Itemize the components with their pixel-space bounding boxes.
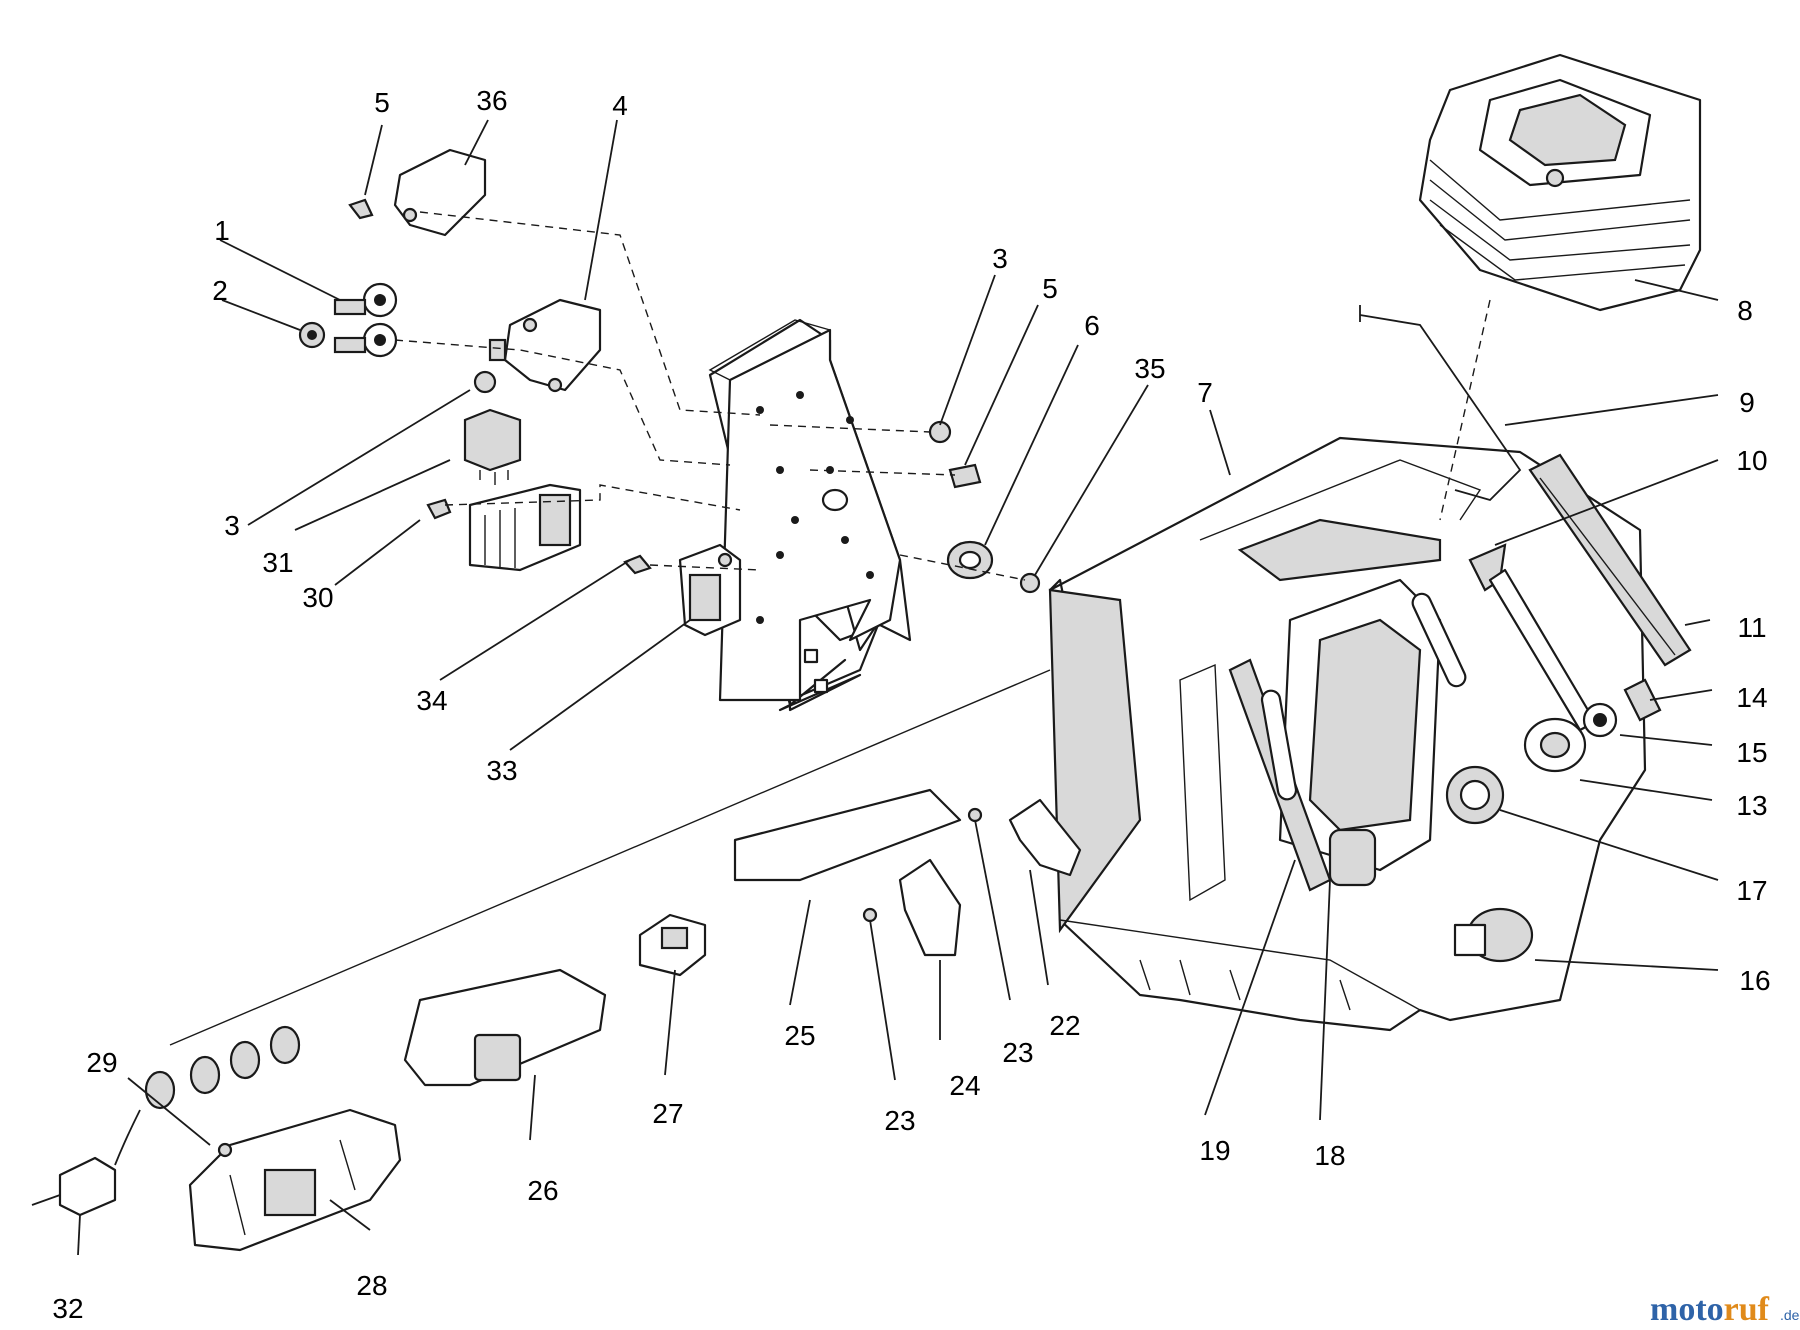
callout-4: 4 <box>612 90 628 121</box>
screw-34 <box>623 554 652 575</box>
svg-text:motoruf: motoruf <box>1650 1291 1770 1328</box>
mounting-plate <box>708 318 912 712</box>
dashboard-console <box>1048 436 1647 1032</box>
handle-grip <box>1528 453 1692 667</box>
callout-16: 16 <box>1739 965 1770 996</box>
decal-25 <box>733 788 962 882</box>
relay-36 <box>393 148 487 237</box>
screw-30 <box>426 498 452 520</box>
leader-lines <box>77 119 1719 1256</box>
callout-6: 6 <box>1084 310 1100 341</box>
callout-32: 32 <box>52 1293 83 1324</box>
callout-9: 9 <box>1739 387 1755 418</box>
callout-25: 25 <box>784 1020 815 1051</box>
cover-26 <box>403 968 607 1087</box>
callout-19: 19 <box>1199 1135 1230 1166</box>
bracket-24 <box>862 858 962 957</box>
callout-34: 34 <box>416 685 447 716</box>
callout-11: 11 <box>1737 612 1766 643</box>
watermark-part1: moto <box>1650 1291 1724 1328</box>
callout-14: 14 <box>1736 682 1767 713</box>
instrument-panel-28 <box>188 1108 402 1252</box>
bracket-22 <box>967 798 1082 877</box>
relay-31 <box>463 408 522 485</box>
callout-5-right: 5 <box>1042 273 1058 304</box>
callout-3-right: 3 <box>992 243 1008 274</box>
callout-2: 2 <box>212 275 228 306</box>
solenoid-4 <box>488 298 602 393</box>
callout-15: 15 <box>1736 737 1767 768</box>
ignition-key <box>1582 678 1662 738</box>
callout-13: 13 <box>1736 790 1767 821</box>
terminal-1 <box>333 282 398 358</box>
bolt-5 <box>948 463 982 489</box>
callout-10: 10 <box>1736 445 1767 476</box>
callout-1: 1 <box>214 215 230 246</box>
nut-2 <box>298 321 326 349</box>
switch-block <box>468 483 582 572</box>
bulbs-29 <box>144 1025 301 1158</box>
screw-5 <box>348 198 374 220</box>
callout-36: 36 <box>476 85 507 116</box>
callout-7: 7 <box>1197 377 1213 408</box>
watermark-logo: motoruf .de <box>1650 1291 1800 1328</box>
grommet-6 <box>946 540 994 580</box>
switch-27 <box>638 913 707 977</box>
watermark-part2: ruf <box>1724 1291 1770 1328</box>
callout-8: 8 <box>1737 295 1753 326</box>
connector-32 <box>31 1109 141 1217</box>
callout-28: 28 <box>356 1270 387 1301</box>
callout-29: 29 <box>86 1047 117 1078</box>
callout-17: 17 <box>1736 875 1767 906</box>
callout-5-top: 5 <box>374 87 390 118</box>
control-rod <box>1359 314 1522 502</box>
callout-26: 26 <box>527 1175 558 1206</box>
callout-27: 27 <box>652 1098 683 1129</box>
callout-labels: 1 2 3 5 36 4 31 30 34 33 3 5 6 35 7 8 9 … <box>52 85 1770 1324</box>
callout-22: 22 <box>1049 1010 1080 1041</box>
callout-31: 31 <box>262 547 293 578</box>
callout-3-left: 3 <box>224 510 240 541</box>
shift-boot <box>1418 53 1702 312</box>
callout-35: 35 <box>1134 353 1165 384</box>
watermark-suffix: .de <box>1780 1307 1800 1323</box>
callout-23-left: 23 <box>884 1105 915 1136</box>
assembly-lines <box>394 211 1491 581</box>
callout-18: 18 <box>1314 1140 1345 1171</box>
nut-35 <box>1019 572 1041 594</box>
callout-23-right: 23 <box>1002 1037 1033 1068</box>
nut-3 <box>473 370 497 394</box>
callout-30: 30 <box>302 582 333 613</box>
callout-33: 33 <box>486 755 517 786</box>
callout-24: 24 <box>949 1070 980 1101</box>
